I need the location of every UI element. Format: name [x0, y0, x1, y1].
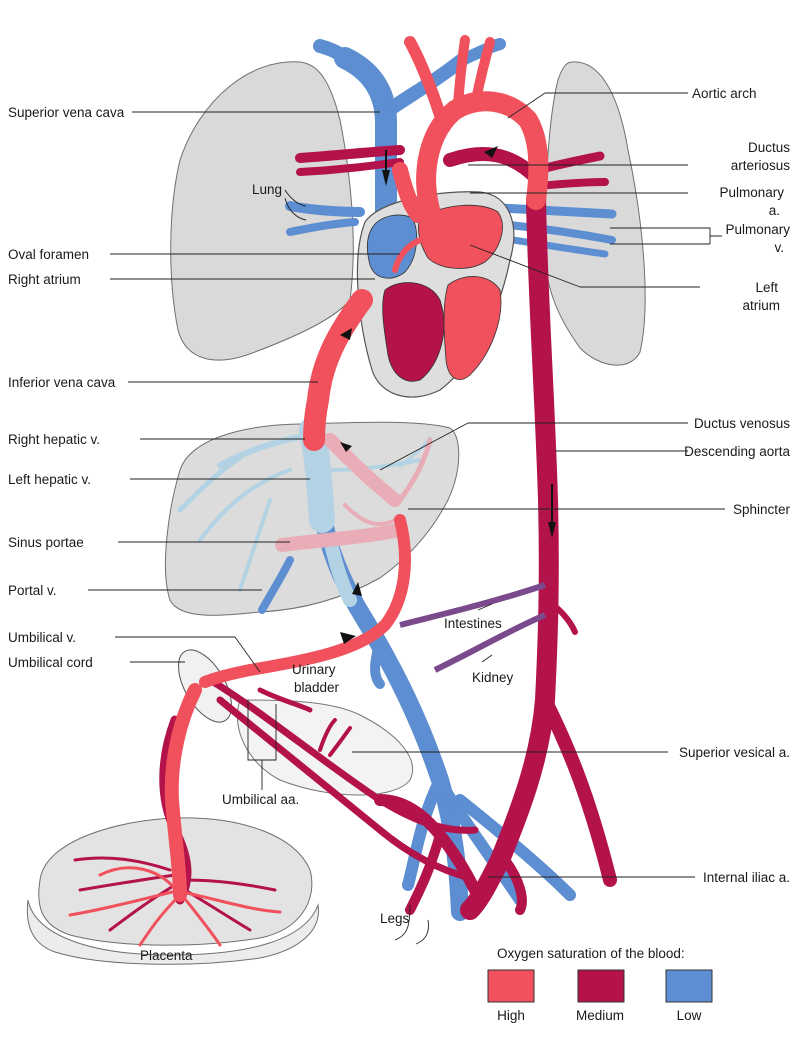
arrow-svc: [382, 170, 390, 186]
label-oval-foramen: Oval foramen: [8, 247, 89, 262]
legend-swatch-low: [665, 969, 713, 1003]
label-left-hepatic-v: Left hepatic v.: [8, 472, 91, 487]
label-ductus-arteriosus-1: Ductus: [748, 140, 790, 155]
label-ductus-arteriosus-2: arteriosus: [731, 158, 791, 173]
label-left-atrium-1: Left: [755, 280, 778, 295]
legend-label-low: Low: [677, 1008, 702, 1023]
arrow-ductus-venosus: [340, 442, 352, 452]
legend-swatch-medium: [577, 969, 625, 1003]
umbilical-vein: [199, 514, 411, 688]
urinary-bladder: [236, 699, 413, 796]
right-ventricle: [382, 282, 445, 382]
legend-label-medium: Medium: [576, 1008, 624, 1023]
ductus-venosus: [323, 433, 402, 507]
legend-title: Oxygen saturation of the blood:: [497, 946, 685, 961]
label-portal-v: Portal v.: [8, 583, 57, 598]
label-umbilical-cord: Umbilical cord: [8, 655, 93, 670]
oxygen-legend: Oxygen saturation of the blood: High Med…: [487, 946, 713, 1023]
label-pulmonary-v-2: v.: [775, 240, 785, 255]
label-lung: Lung: [252, 182, 282, 197]
label-inferior-vena-cava: Inferior vena cava: [8, 375, 116, 390]
label-right-atrium: Right atrium: [8, 272, 81, 287]
legend-swatch-high: [487, 969, 535, 1003]
sinus-portae: [275, 523, 407, 552]
label-umbilical-aa: Umbilical aa.: [222, 792, 299, 807]
label-legs: Legs: [380, 911, 410, 926]
label-ductus-venosus: Ductus venosus: [694, 416, 790, 431]
label-left-atrium-2: atrium: [742, 298, 780, 313]
label-urinary-bladder-1: Urinary: [292, 662, 336, 677]
legend-label-high: High: [497, 1008, 525, 1023]
right-atrium: [366, 214, 418, 279]
label-right-hepatic-v: Right hepatic v.: [8, 432, 100, 447]
arrow-aorta: [548, 522, 556, 538]
label-placenta: Placenta: [140, 948, 193, 963]
placenta-base: [26, 899, 319, 965]
arrow-portal: [352, 582, 362, 596]
label-sinus-portae: Sinus portae: [8, 535, 84, 550]
aortic-arch: [416, 91, 549, 220]
label-superior-vena-cava: Superior vena cava: [8, 105, 125, 120]
label-intestines: Intestines: [444, 616, 502, 631]
arrow-ivc: [340, 328, 352, 340]
inferior-vena-cava-upper: [303, 289, 373, 451]
label-internal-iliac-a: Internal iliac a.: [703, 870, 790, 885]
label-umbilical-v: Umbilical v.: [8, 630, 76, 645]
label-pulmonary-a-1: Pulmonary: [719, 185, 784, 200]
label-descending-aorta: Descending aorta: [684, 444, 790, 459]
arrow-ductus-arch: [484, 146, 498, 158]
left-atrium: [418, 204, 503, 269]
label-aortic-arch: Aortic arch: [692, 86, 757, 101]
label-sphincter: Sphincter: [733, 502, 791, 517]
label-pulmonary-v-1: Pulmonary: [725, 222, 790, 237]
arrow-umbilical-vein: [340, 632, 356, 644]
umbilical-arteries: [206, 676, 479, 834]
label-urinary-bladder-2: bladder: [294, 680, 340, 695]
ductus-arteriosus: [443, 147, 545, 187]
left-ventricle: [443, 276, 502, 380]
label-kidney: Kidney: [472, 670, 514, 685]
label-superior-vesical-a: Superior vesical a.: [679, 745, 790, 760]
label-pulmonary-a-2: a.: [769, 203, 780, 218]
right-lung: [170, 61, 354, 361]
